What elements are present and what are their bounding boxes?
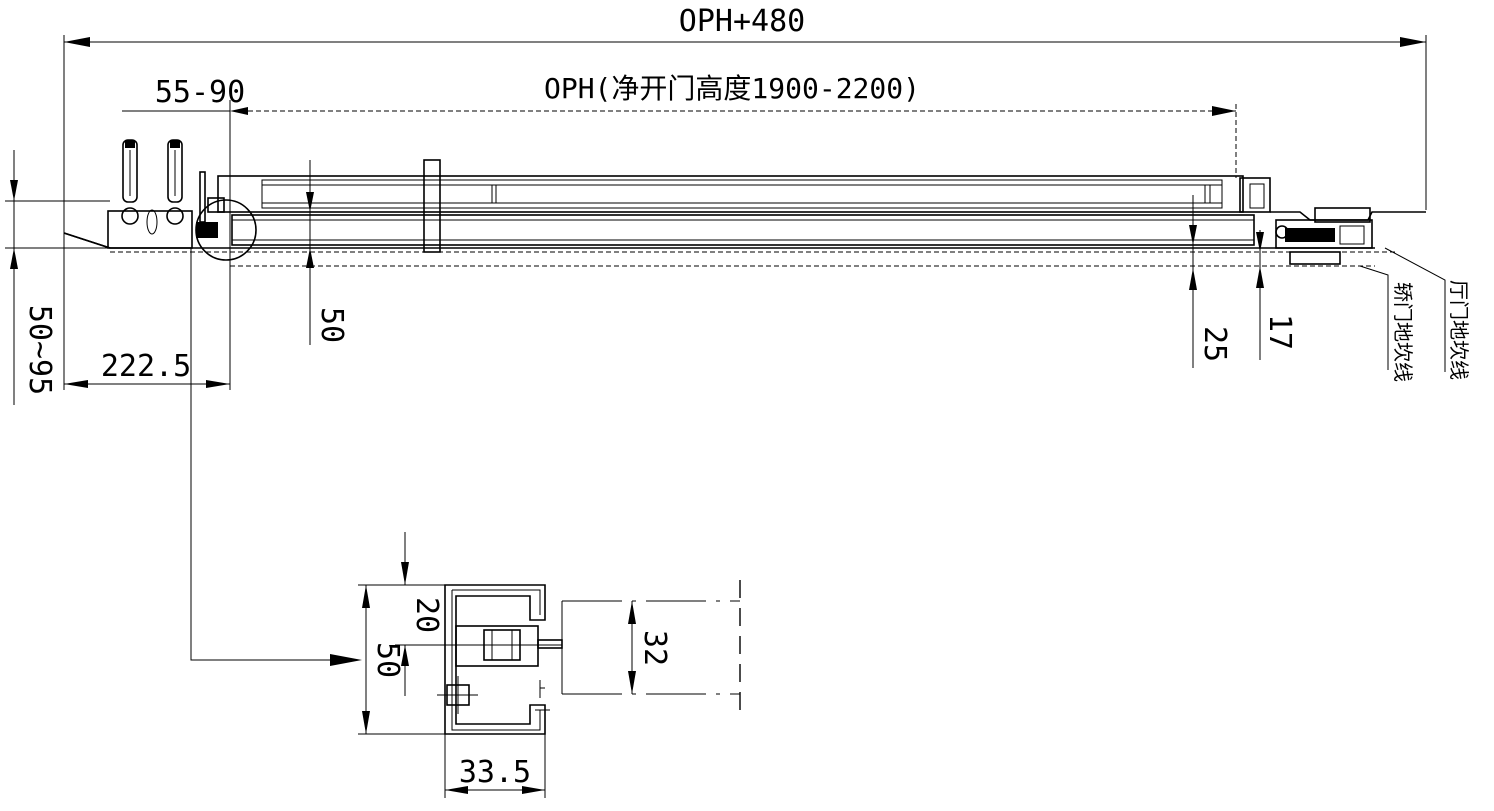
arrowhead-icon — [230, 107, 248, 115]
gap-17-label: 17 — [1262, 314, 1297, 350]
arrowhead-icon — [10, 248, 18, 269]
car-door-floor-label-group: 轿门地坎线 — [1359, 265, 1415, 382]
right-end-assembly — [1239, 177, 1426, 265]
arrowhead-icon — [1400, 37, 1426, 47]
arrowhead-icon — [1189, 225, 1197, 245]
arrowhead-icon — [362, 711, 370, 734]
arrowhead-icon — [306, 248, 314, 268]
arrowhead-icon — [445, 786, 468, 794]
arrowhead-icon — [628, 601, 636, 624]
door-height-dimension: OPH(净开门高度1900-2200) — [248, 72, 1237, 178]
arrowhead-icon — [10, 180, 18, 201]
arrowhead-icon — [1189, 268, 1197, 290]
detail-dim-20-label: 20 — [409, 597, 444, 633]
offset-222-dimension: 222.5 — [64, 349, 230, 388]
arrowhead-icon — [522, 786, 545, 794]
arrowhead-icon — [362, 585, 370, 608]
arrowhead-icon — [1256, 266, 1264, 288]
detail-dim-33-5-label: 33.5 — [459, 755, 531, 790]
range-50-95-dimension: 50~95 — [5, 150, 110, 405]
gap-17-dimension: 17 — [1256, 230, 1297, 360]
gap-25-label: 25 — [1197, 326, 1232, 362]
mounting-bolt-left — [121, 139, 139, 225]
arrowhead-icon — [64, 380, 88, 388]
arrowhead-icon — [64, 37, 90, 47]
mounting-bolt-right — [166, 139, 184, 225]
arrowhead-icon — [330, 654, 362, 666]
range-55-90-dimension: 55-90 — [122, 75, 248, 390]
range-50-95-label: 50~95 — [22, 305, 57, 395]
arrowhead-icon — [1212, 106, 1236, 116]
detail-leader-line — [190, 248, 340, 661]
door-header-beam — [63, 159, 1395, 267]
slot-hole — [146, 209, 158, 235]
arrowhead-icon — [628, 671, 636, 694]
total-length-label: OPH+480 — [679, 4, 805, 39]
detail-dim-50-label: 50 — [370, 642, 405, 678]
hall-door-floor-label-group: 厅门地坎线 — [1384, 247, 1471, 380]
gap-25-dimension: 25 — [1189, 195, 1232, 368]
detail-dim-32-label: 32 — [637, 630, 672, 666]
arrowhead-icon — [401, 562, 409, 585]
range-55-90-label: 55-90 — [155, 75, 245, 110]
car-door-floor-label: 轿门地坎线 — [1391, 282, 1415, 382]
offset-222-label: 222.5 — [101, 349, 191, 384]
arrowhead-icon — [306, 192, 314, 212]
hall-door-floor-label: 厅门地坎线 — [1447, 280, 1471, 380]
height-50-label: 50 — [314, 307, 349, 343]
arrowhead-icon — [206, 380, 230, 388]
profile-detail-view: 50 20 32 — [358, 532, 741, 798]
arrowhead-icon — [1256, 232, 1264, 252]
total-length-dimension: OPH+480 — [63, 4, 1427, 390]
detail-circle-icon — [195, 171, 257, 261]
arrowhead-icon — [401, 645, 409, 666]
door-height-label: OPH(净开门高度1900-2200) — [544, 72, 920, 105]
